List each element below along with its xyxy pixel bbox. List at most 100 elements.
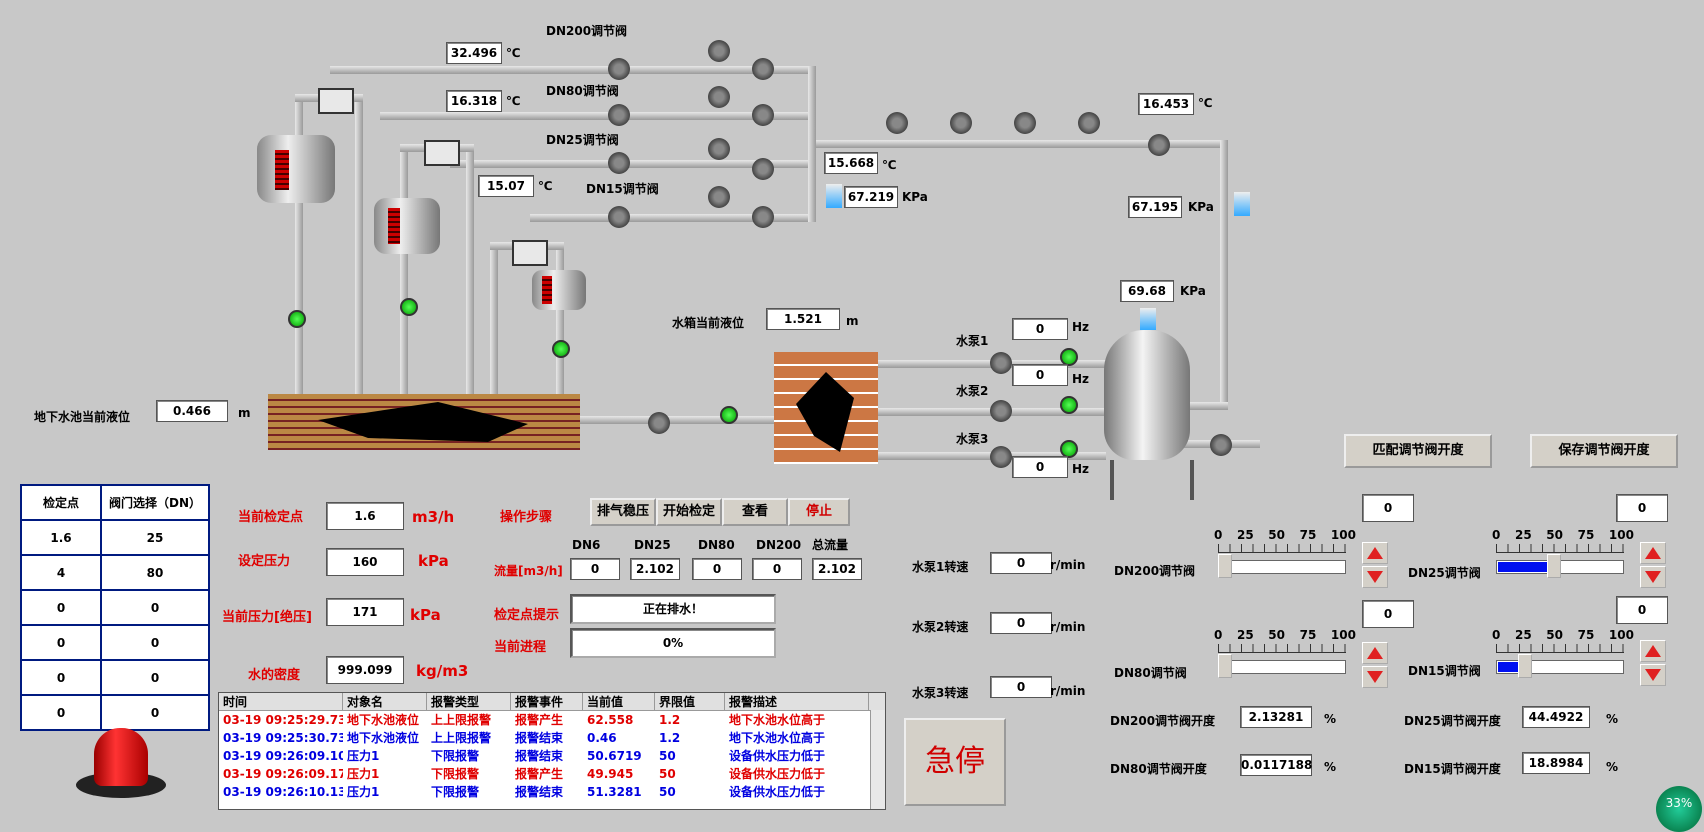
pump-label-3: 水泵3 [956, 432, 989, 446]
pressure-tank-1 [257, 135, 335, 203]
slider-thumb[interactable] [1218, 654, 1232, 678]
view-button[interactable]: 查看 [722, 498, 788, 526]
alarm-header-row: 时间 对象名 报警类型 报警事件 当前值 界限值 报警描述 [219, 693, 885, 711]
set-pressure-value[interactable]: 160 [326, 548, 404, 576]
current-point-value[interactable]: 1.6 [326, 502, 404, 530]
dn200-stepper[interactable] [1362, 542, 1388, 588]
pump-label-1: 水泵1 [956, 334, 989, 348]
dn25-regulator-input[interactable]: 0 [1616, 494, 1668, 522]
down-arrow-icon[interactable] [1640, 566, 1666, 588]
underground-level-label: 地下水池当前液位 [34, 410, 131, 424]
valve-icon [608, 152, 630, 174]
dn15-opening-label: DN15调节阀开度 [1404, 762, 1501, 776]
temp-display-3: 15.07 [478, 175, 534, 197]
scrollbar[interactable] [870, 710, 885, 809]
match-valve-opening-button[interactable]: 匹配调节阀开度 [1344, 434, 1492, 468]
table-cell: 4 [20, 554, 102, 591]
down-arrow-icon[interactable] [1362, 666, 1388, 688]
flow-meter-icon [1078, 112, 1100, 134]
progress-badge: 33% [1656, 786, 1702, 832]
up-arrow-icon[interactable] [1362, 642, 1388, 664]
column-header: 当前值 [583, 693, 655, 710]
hz-unit: Hz [1072, 372, 1090, 386]
valve-icon [752, 206, 774, 228]
table-cell: 03-19 09:25:29.731 [223, 713, 343, 727]
slider-thumb[interactable] [1518, 654, 1533, 678]
stop-button[interactable]: 停止 [788, 498, 850, 526]
tank-level-value: 1.521 [766, 308, 840, 330]
slider-thumb[interactable] [1547, 554, 1562, 578]
dn15-regulator-input[interactable]: 0 [1616, 596, 1668, 624]
emergency-stop-button[interactable]: 急停 [904, 718, 1006, 806]
table-cell: 0 [20, 659, 102, 696]
table-cell: 0 [20, 589, 102, 626]
table-cell: 下限报警 [431, 749, 480, 763]
start-check-button[interactable]: 开始检定 [656, 498, 722, 526]
dn80-regulator-input[interactable]: 0 [1362, 600, 1414, 628]
down-arrow-icon[interactable] [1640, 664, 1666, 686]
dn80-stepper[interactable] [1362, 642, 1388, 688]
pump1-speed-value: 0 [990, 552, 1052, 574]
valve-icon [608, 104, 630, 126]
table-header: 阀门选择（DN） [100, 484, 210, 521]
flow-meter-icon [708, 40, 730, 62]
pressure-unit: KPa [1188, 200, 1214, 214]
table-cell: 51.3281 [587, 785, 642, 799]
pressure-unit: KPa [1180, 284, 1206, 298]
table-cell: 报警结束 [515, 785, 564, 799]
table-cell: 下限报警 [431, 785, 480, 799]
table-cell: 1.6 [20, 519, 102, 556]
set-pressure-unit: kPa [418, 552, 449, 570]
dn25-stepper[interactable] [1640, 542, 1666, 588]
green-valve-icon [288, 310, 306, 328]
pump1-hz: 0 [1012, 318, 1068, 340]
dn15-stepper[interactable] [1640, 640, 1666, 686]
down-arrow-icon[interactable] [1362, 566, 1388, 588]
dn200-regulator-input[interactable]: 0 [1362, 494, 1414, 522]
table-cell: 压力1 [347, 749, 380, 763]
flow-meter-icon [950, 112, 972, 134]
pump1-speed-label: 水泵1转速 [912, 560, 969, 574]
slider-thumb[interactable] [1218, 554, 1232, 578]
percent-unit: % [1606, 712, 1619, 726]
pump3-speed-label: 水泵3转速 [912, 686, 969, 700]
save-valve-opening-button[interactable]: 保存调节阀开度 [1530, 434, 1678, 468]
table-cell: 03-19 09:26:10.138 [223, 785, 343, 799]
check-hint-label: 检定点提示 [494, 608, 560, 623]
table-cell: 0 [100, 589, 210, 626]
temp-display-5: 16.453 [1138, 93, 1194, 115]
hz-unit: Hz [1072, 320, 1090, 334]
water-density-unit: kg/m3 [416, 662, 469, 680]
dn25-opening-label: DN25调节阀开度 [1404, 714, 1501, 728]
table-cell: 上上限报警 [431, 731, 492, 745]
temp-unit: ℃ [1198, 96, 1213, 110]
table-cell: 报警结束 [515, 749, 564, 763]
up-arrow-icon[interactable] [1640, 542, 1666, 564]
up-arrow-icon[interactable] [1362, 542, 1388, 564]
dn15-regulator-label: DN15调节阀 [1408, 664, 1481, 678]
vent-stabilize-button[interactable]: 排气稳压 [590, 498, 656, 526]
up-arrow-icon[interactable] [1640, 640, 1666, 662]
table-cell: 0 [100, 624, 210, 661]
table-cell: 03-19 09:25:30.731 [223, 731, 343, 745]
valve-icon [608, 206, 630, 228]
table-cell: 0 [100, 659, 210, 696]
table-cell: 0 [20, 624, 102, 661]
alarm-log-table[interactable]: 时间 对象名 报警类型 报警事件 当前值 界限值 报警描述 03-19 09:2… [218, 692, 886, 810]
flow-meter-icon [708, 86, 730, 108]
